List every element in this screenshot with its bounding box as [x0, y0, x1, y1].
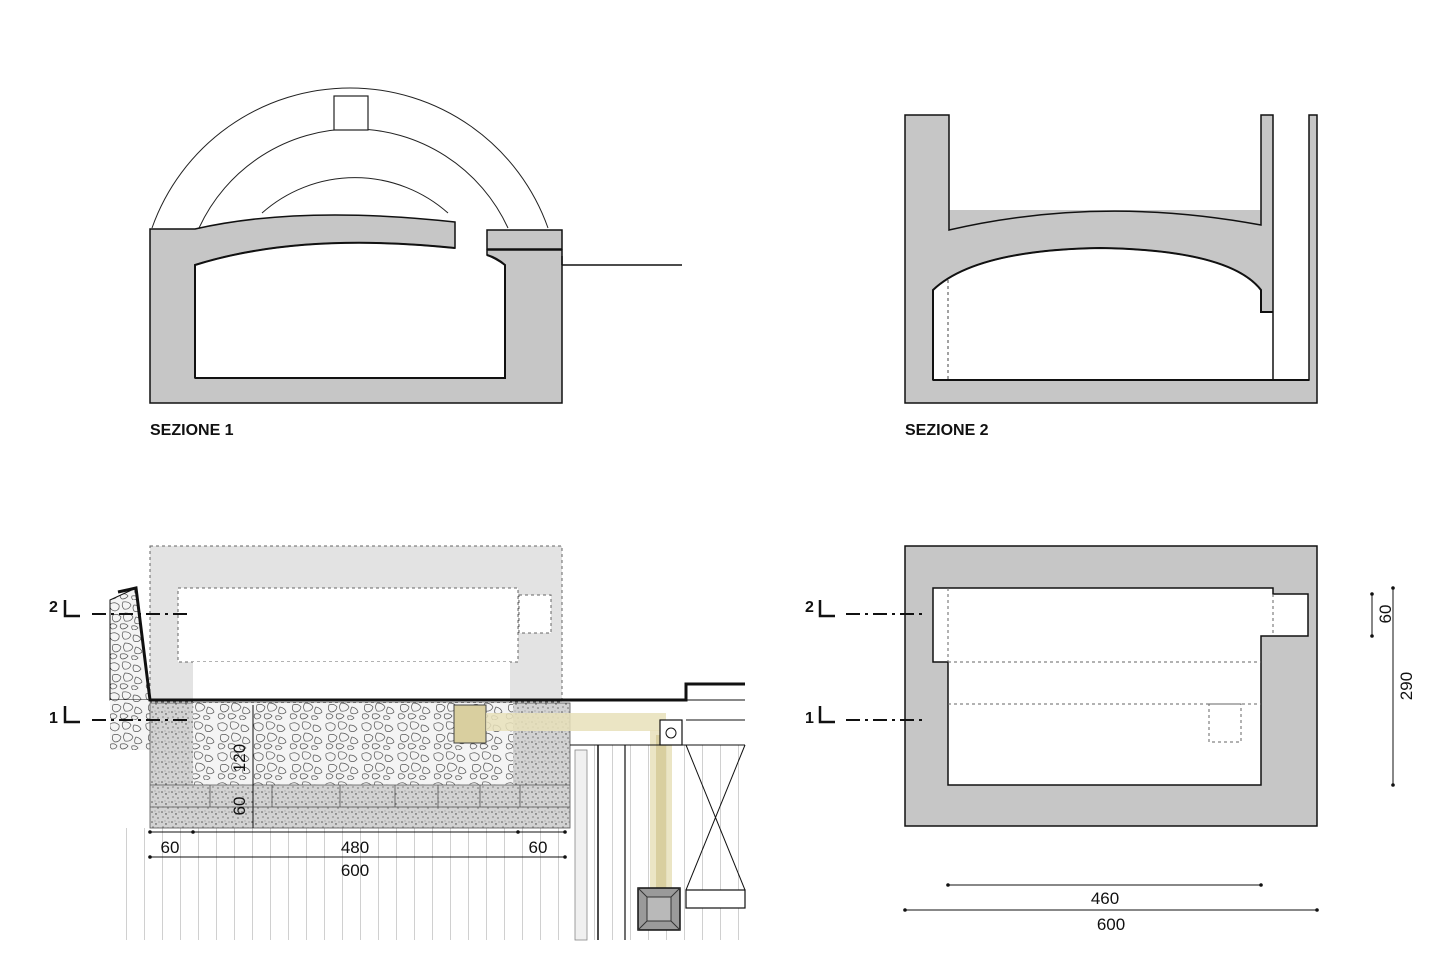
dim-290: 290 [1397, 672, 1416, 700]
dim-460: 460 [1091, 889, 1119, 908]
left-cut-2-label: 2 [49, 599, 58, 616]
dim-60-left: 60 [161, 838, 180, 857]
section-2-drawing [904, 114, 1318, 404]
section-2-label: SEZIONE 2 [905, 422, 989, 439]
chimney-square [333, 95, 369, 131]
right-cut-2-label: 2 [805, 599, 814, 616]
dim-600-left: 600 [341, 861, 369, 880]
dim-60-vertical: 60 [230, 797, 249, 816]
dim-60-right: 60 [529, 838, 548, 857]
right-cut-1-label: 1 [805, 710, 814, 727]
dim-120: 120 [230, 744, 249, 772]
section-1-label: SEZIONE 1 [150, 422, 234, 439]
right-plan-drawing [818, 545, 1395, 912]
left-cut-1-label: 1 [49, 710, 58, 727]
dim-60-right-plan: 60 [1376, 605, 1395, 624]
dim-480: 480 [341, 838, 369, 857]
section-1-drawing [149, 87, 682, 404]
dim-600-right: 600 [1097, 915, 1125, 934]
left-plan-drawing [63, 545, 746, 941]
